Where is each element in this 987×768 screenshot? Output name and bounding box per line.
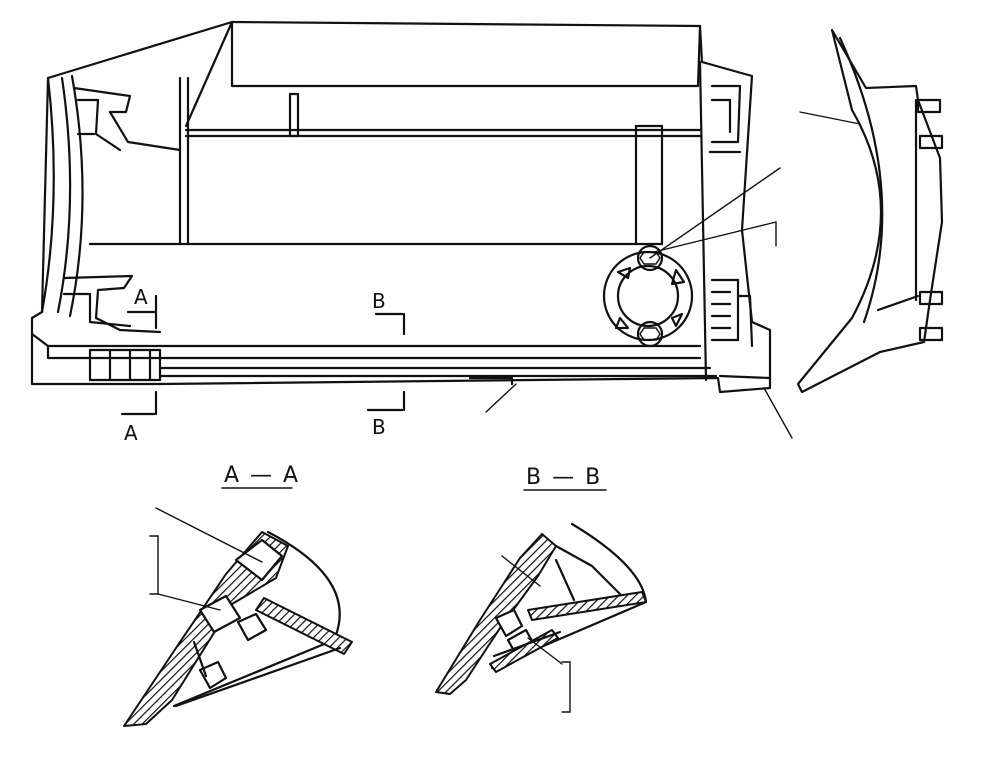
section-markers: A A B B — [120, 285, 406, 445]
section-aa-title: A — A — [224, 463, 300, 488]
blade-front-view — [30, 20, 793, 439]
section-bb-title: B — B — [526, 465, 602, 490]
section-b-label-bottom: B — [372, 415, 386, 439]
section-a-label-top: A — [134, 285, 148, 309]
section-bb: B — B — [435, 465, 648, 713]
section-b-label-top: B — [372, 289, 386, 313]
blade-side-profile — [796, 28, 944, 394]
section-a-label-bottom: A — [124, 421, 138, 445]
section-aa: A — A — [123, 463, 353, 727]
